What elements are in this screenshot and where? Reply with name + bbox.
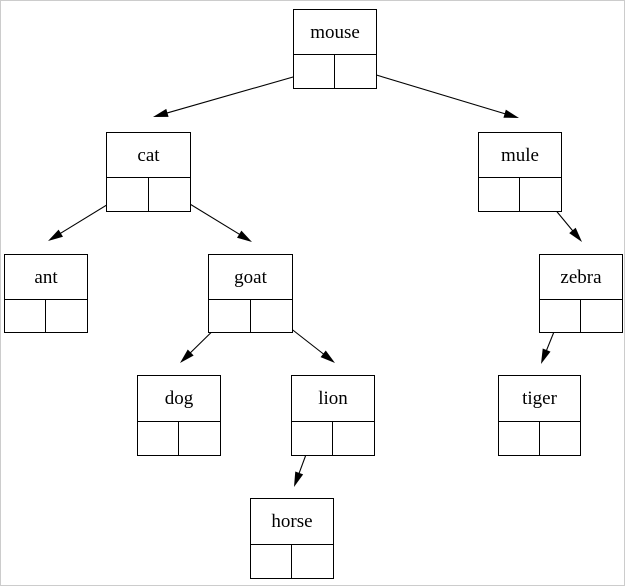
tree-node-goat[interactable]: goat (208, 254, 293, 333)
arrowhead-icon (180, 349, 194, 363)
node-pointers-lion (292, 422, 374, 455)
edge-mouse-left-to-cat (153, 70, 315, 117)
arrowhead-icon (503, 109, 519, 118)
tree-node-ant[interactable]: ant (4, 254, 88, 333)
node-label-horse: horse (251, 499, 333, 545)
arrowhead-icon (153, 108, 169, 117)
node-label-zebra: zebra (540, 255, 622, 300)
tree-node-cat[interactable]: cat (106, 132, 191, 212)
arrowhead-icon (48, 229, 63, 241)
right-pointer-cell-zebra[interactable] (581, 300, 622, 332)
right-pointer-cell-ant[interactable] (46, 300, 87, 332)
left-pointer-cell-horse[interactable] (251, 545, 292, 578)
node-pointers-cat (107, 178, 190, 211)
left-pointer-cell-ant[interactable] (5, 300, 46, 332)
left-pointer-cell-tiger[interactable] (499, 422, 540, 455)
node-label-tiger: tiger (499, 376, 580, 422)
right-pointer-cell-goat[interactable] (251, 300, 293, 332)
node-label-lion: lion (292, 376, 374, 422)
right-pointer-cell-mouse[interactable] (335, 55, 376, 88)
tree-node-tiger[interactable]: tiger (498, 375, 581, 456)
node-label-goat: goat (209, 255, 292, 300)
left-pointer-cell-mouse[interactable] (294, 55, 335, 88)
right-pointer-cell-tiger[interactable] (540, 422, 581, 455)
arrowhead-icon (294, 471, 304, 487)
tree-node-mouse[interactable]: mouse (293, 9, 377, 89)
tree-node-lion[interactable]: lion (291, 375, 375, 456)
arrowhead-icon (237, 230, 252, 242)
right-pointer-cell-lion[interactable] (333, 422, 374, 455)
arrowhead-icon (541, 348, 551, 364)
tree-node-horse[interactable]: horse (250, 498, 334, 579)
arrowhead-icon (320, 350, 335, 363)
left-pointer-cell-mule[interactable] (479, 178, 520, 211)
left-pointer-cell-dog[interactable] (138, 422, 179, 455)
tree-node-zebra[interactable]: zebra (539, 254, 623, 333)
node-pointers-mouse (294, 55, 376, 88)
left-pointer-cell-zebra[interactable] (540, 300, 581, 332)
node-pointers-mule (479, 178, 561, 211)
right-pointer-cell-cat[interactable] (149, 178, 191, 211)
edge-line (165, 70, 315, 114)
node-label-cat: cat (107, 133, 190, 178)
right-pointer-cell-dog[interactable] (179, 422, 220, 455)
node-pointers-ant (5, 300, 87, 332)
node-pointers-dog (138, 422, 220, 455)
node-label-dog: dog (138, 376, 220, 422)
node-pointers-goat (209, 300, 292, 332)
right-pointer-cell-mule[interactable] (520, 178, 561, 211)
node-label-mouse: mouse (294, 10, 376, 55)
right-pointer-cell-horse[interactable] (292, 545, 333, 578)
left-pointer-cell-lion[interactable] (292, 422, 333, 455)
node-pointers-tiger (499, 422, 580, 455)
node-pointers-zebra (540, 300, 622, 332)
tree-node-mule[interactable]: mule (478, 132, 562, 212)
left-pointer-cell-goat[interactable] (209, 300, 251, 332)
left-pointer-cell-cat[interactable] (107, 178, 149, 211)
edge-mouse-right-to-mule (352, 67, 519, 118)
tree-node-dog[interactable]: dog (137, 375, 221, 456)
node-label-ant: ant (5, 255, 87, 300)
node-label-mule: mule (479, 133, 561, 178)
arrowhead-icon (569, 227, 582, 242)
node-pointers-horse (251, 545, 333, 578)
